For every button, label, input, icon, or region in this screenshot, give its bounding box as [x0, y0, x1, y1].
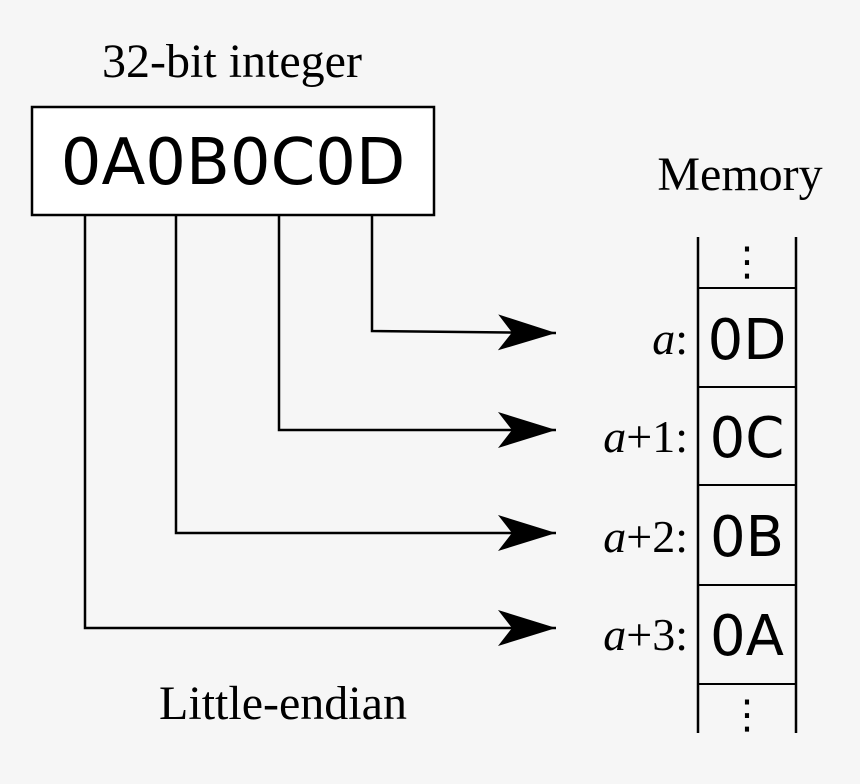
arrow-byte-0b: [174, 215, 556, 551]
memory-address-label: a+2:: [603, 511, 688, 562]
memory-title: Memory: [657, 148, 822, 201]
integer-title: 32-bit integer: [102, 35, 362, 88]
arrow-byte-0d: [370, 215, 557, 351]
memory-cell-value: 0D: [708, 308, 787, 373]
arrow-byte-0c: [277, 215, 556, 448]
memory-cell-value: 0A: [710, 604, 784, 669]
memory-ellipsis-top: ⋮: [727, 239, 767, 285]
memory-ellipsis-bottom: ⋮: [727, 692, 767, 738]
memory-address-label: a:: [652, 313, 688, 364]
memory-address-label: a+3:: [603, 609, 688, 660]
integer-box: [30, 105, 436, 217]
endianness-caption: Little-endian: [159, 677, 407, 730]
integer-value: 0A0B0C0D: [61, 126, 406, 200]
memory-cell-value: 0B: [710, 505, 784, 570]
memory-address-label: a+1:: [603, 411, 688, 462]
arrow-byte-0a: [83, 215, 556, 646]
memory-cell-value: 0C: [710, 406, 785, 471]
